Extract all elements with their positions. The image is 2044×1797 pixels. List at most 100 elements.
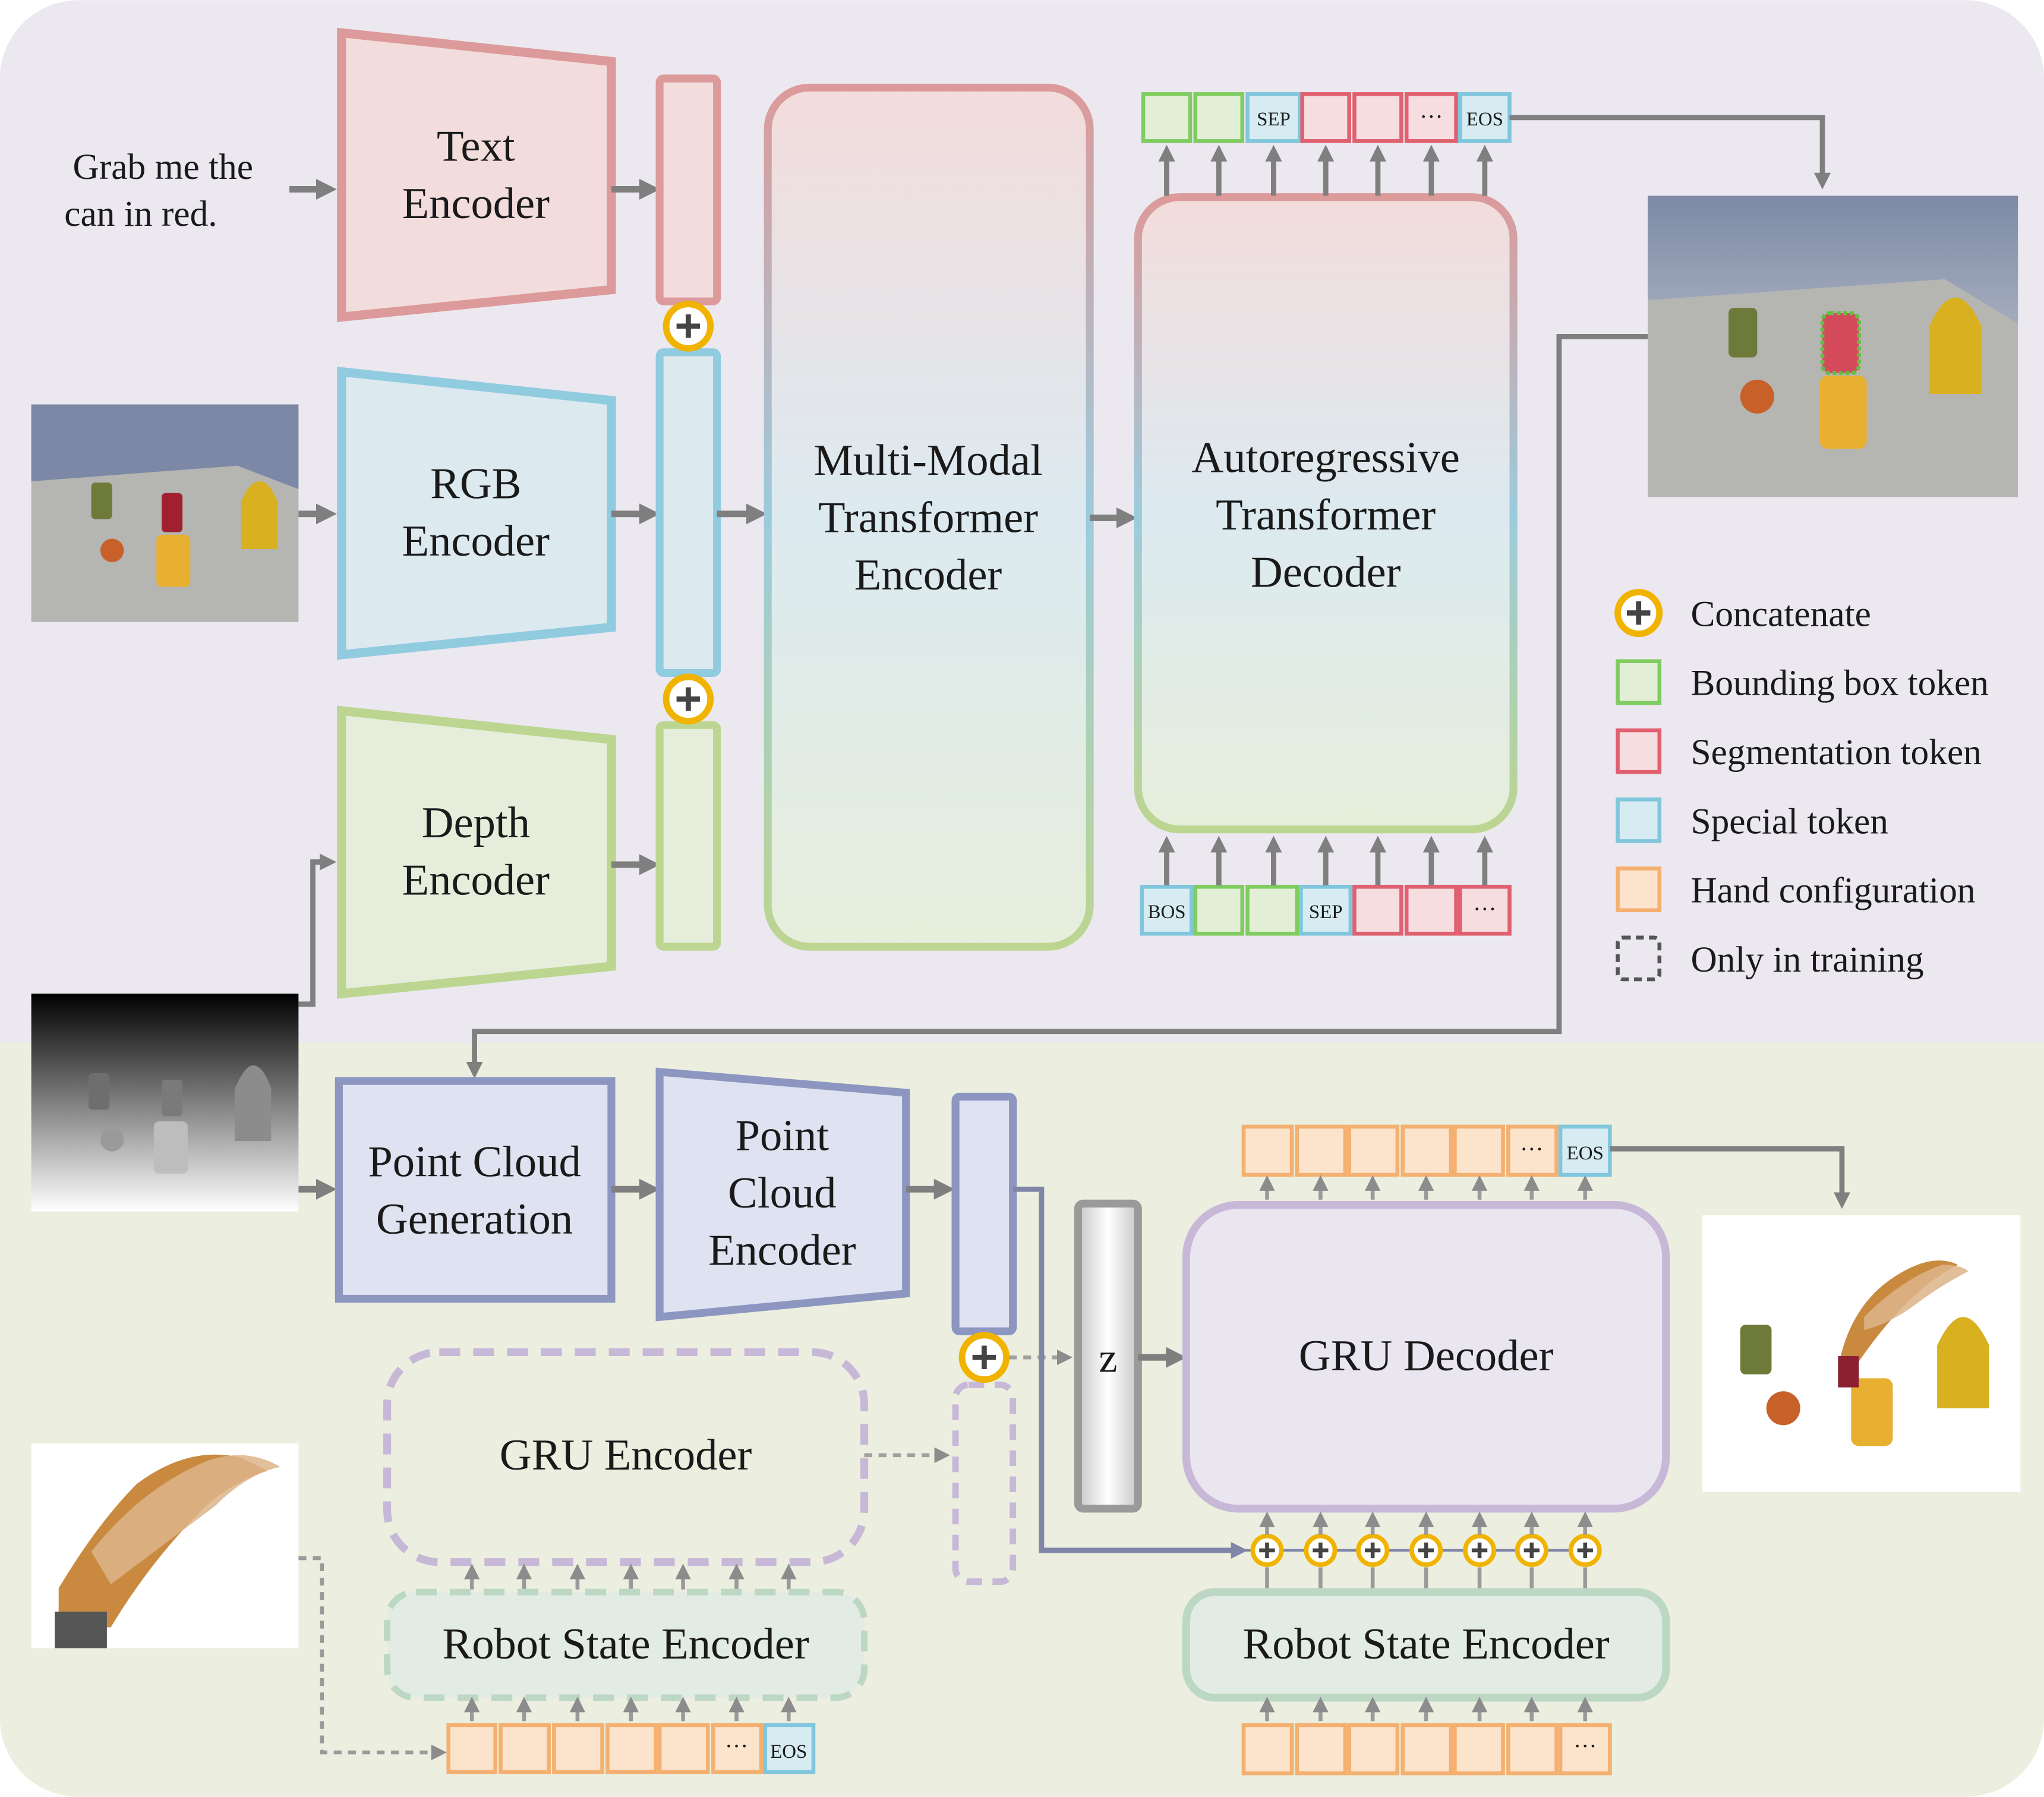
concatenate-icon [1568, 1533, 1602, 1567]
concatenate-icon [1250, 1533, 1284, 1567]
bbox-token [1141, 92, 1193, 143]
concatenate-icon [1614, 588, 1663, 638]
instruction-line-1: Grab me the [72, 147, 253, 187]
mm-encoder-line-3: Encoder [854, 551, 1002, 600]
legend-seg-swatch [1616, 728, 1662, 774]
pc-enc-line-3: Encoder [708, 1226, 856, 1275]
hand-tokens-output [1241, 1124, 1612, 1177]
concatenate-icon [1304, 1533, 1338, 1567]
legend-seg-label: Segmentation token [1690, 732, 1981, 773]
dots-token-label-2: ··· [1473, 896, 1496, 922]
hand-token [1241, 1723, 1294, 1776]
legend-training-label: Only in training [1690, 940, 1923, 980]
seg-token [1300, 92, 1351, 143]
ar-decoder-line-3: Decoder [1251, 548, 1401, 597]
bbox-token [1245, 884, 1299, 936]
seg-token [1404, 884, 1458, 936]
hand-token [1347, 1723, 1400, 1776]
legend-bbox-label: Bounding box token [1690, 663, 1988, 704]
depth-encoder-line-2: Encoder [402, 856, 550, 904]
bbox-token [1193, 92, 1245, 143]
dots-token-label-4: ··· [1520, 1136, 1543, 1162]
decoder-output-tokens [1141, 92, 1512, 143]
legend-special-swatch [1616, 797, 1662, 843]
instruction-line-2: can in red. [64, 194, 217, 234]
legend-hand-label: Hand configuration [1690, 871, 1975, 911]
concatenate-icon [1409, 1533, 1443, 1567]
hand-token [1347, 1124, 1400, 1177]
mm-encoder-line-1: Multi-Modal [813, 436, 1042, 485]
depth-encoder-line-1: Depth [422, 799, 530, 847]
special-token [1558, 1124, 1612, 1177]
seg-token [1404, 92, 1458, 143]
gru-encoder-label: GRU Encoder [500, 1431, 752, 1480]
hand-token [1453, 1723, 1505, 1776]
rgb-encoder-line-1: RGB [430, 459, 521, 508]
special-token [1140, 884, 1194, 936]
seg-token [1352, 884, 1403, 936]
text-encoder [337, 27, 616, 323]
pc-enc-line-1: Point [736, 1111, 829, 1160]
rgb-feature [655, 348, 721, 677]
text-encoder-line-2: Encoder [402, 179, 550, 228]
sep-token-label: SEP [1257, 109, 1291, 130]
special-token [1245, 92, 1302, 143]
dots-token-label-3: ··· [725, 1733, 748, 1759]
eos-token-label-2: EOS [770, 1741, 807, 1763]
pc-enc-line-2: Cloud [728, 1169, 836, 1218]
hand-token [1241, 1124, 1294, 1177]
concatenate-icon [1463, 1533, 1497, 1567]
hand-token [1400, 1124, 1453, 1177]
rgb-encoder [337, 367, 616, 660]
mm-encoder-line-2: Transformer [818, 494, 1038, 543]
legend-bbox-swatch [1616, 659, 1662, 705]
seg-token [1352, 92, 1403, 143]
legend [1614, 588, 1663, 982]
concatenate-icon [663, 301, 714, 352]
hand-token [552, 1723, 604, 1774]
gru-encoder [383, 1348, 869, 1566]
gru-decoder [1182, 1200, 1670, 1513]
hand-token [657, 1723, 710, 1774]
rgb-encoder-line-2: Encoder [402, 517, 550, 566]
point-cloud-feature [951, 1092, 1017, 1335]
segmentation-result-image [1648, 196, 2018, 497]
eos-token-label-3: EOS [1567, 1143, 1604, 1164]
hand-config-image [31, 1443, 299, 1648]
hand-token [1295, 1124, 1348, 1177]
robot-state-encoder-training-label: Robot State Encoder [442, 1620, 809, 1669]
gru-decoder-label: GRU Decoder [1299, 1332, 1554, 1380]
pc-gen-line-1: Point Cloud [368, 1137, 581, 1186]
rgb-image [31, 404, 299, 622]
ar-decoder-line-1: Autoregressive [1191, 434, 1459, 483]
legend-concatenate-label: Concatenate [1690, 594, 1870, 634]
text-feature [655, 74, 721, 305]
hand-token [605, 1723, 658, 1774]
hand-tokens-training [446, 1723, 816, 1774]
dots-token-label: ··· [1420, 103, 1443, 130]
hand-token [446, 1723, 497, 1774]
hand-token [1295, 1723, 1348, 1776]
legend-hand-swatch [1616, 866, 1662, 913]
eos-token-label: EOS [1466, 109, 1503, 130]
legend-special-label: Special token [1690, 801, 1888, 841]
robot-state-encoder-training [384, 1588, 868, 1701]
bbox-token [1193, 884, 1245, 936]
pc-gen-line-2: Generation [376, 1195, 573, 1244]
autoregressive-transformer-decoder [1134, 193, 1518, 834]
latent-z-label: z [1099, 1335, 1117, 1381]
hand-token [1506, 1723, 1559, 1776]
hand-token [1506, 1124, 1559, 1177]
decoder-concat-row [1250, 1533, 1602, 1567]
concatenate-icon [1515, 1533, 1548, 1567]
hand-tokens-input [1241, 1723, 1612, 1776]
sep-token-label-2: SEP [1309, 901, 1343, 923]
special-token [763, 1723, 816, 1774]
depth-feature [655, 721, 721, 951]
hand-token [1453, 1124, 1505, 1177]
robot-state-encoder-label: Robot State Encoder [1243, 1620, 1610, 1669]
point-cloud-generation [335, 1077, 616, 1303]
hand-token [1400, 1723, 1453, 1776]
seg-token [1458, 884, 1512, 936]
